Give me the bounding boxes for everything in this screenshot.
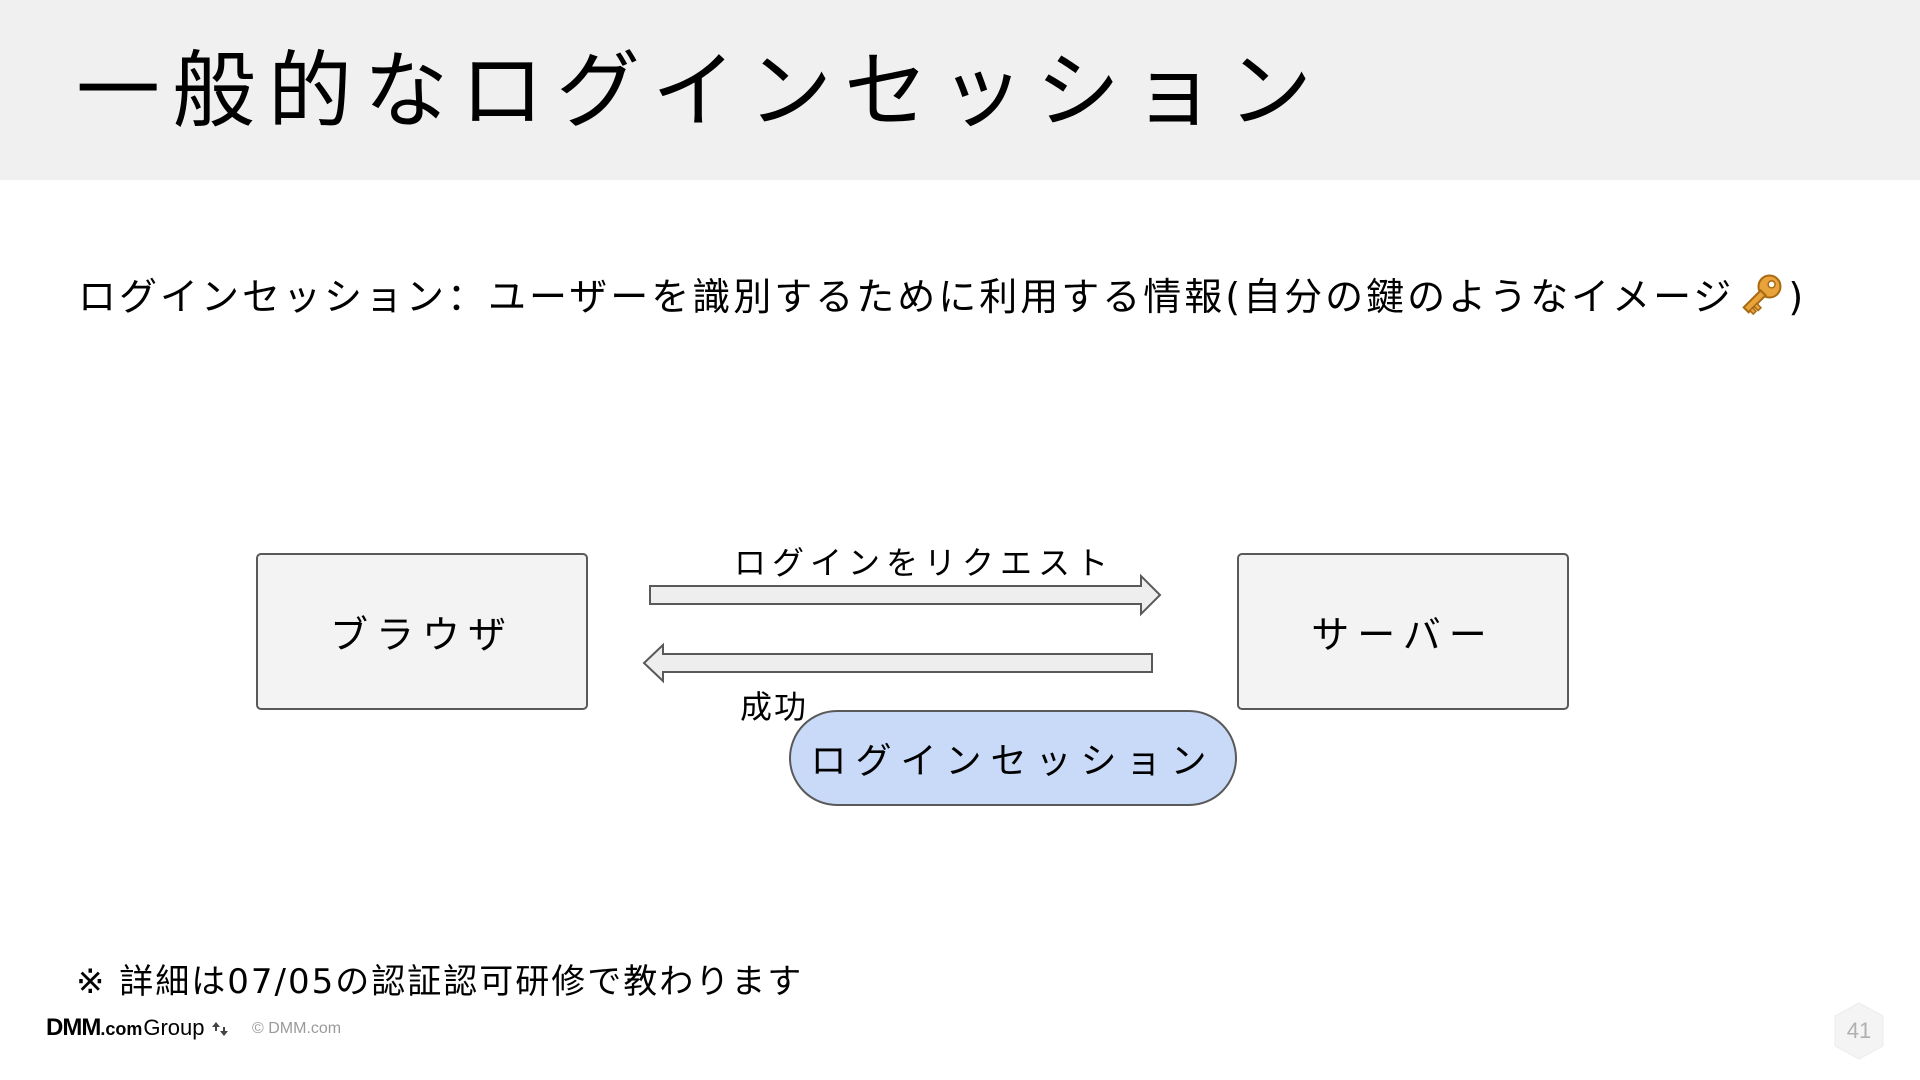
note-text: ※ 詳細は07/05の認証認可研修で教わります xyxy=(76,962,804,1002)
server-box: サーバー xyxy=(1237,553,1569,710)
title-bar: 一般的なログインセッション xyxy=(0,0,1920,180)
request-arrow xyxy=(649,573,1162,617)
page-number: 41 xyxy=(1846,1018,1872,1043)
definition-text: ログインセッション：ユーザーを識別するために利用する情報(自分の鍵のようなイメー… xyxy=(78,270,1806,323)
success-label: 成功 xyxy=(740,688,809,726)
success-arrow xyxy=(642,642,1153,684)
copyright-text: © DMM.com xyxy=(252,1020,342,1037)
browser-box: ブラウザ xyxy=(256,553,588,710)
definition-prefix: ログインセッション：ユーザーを識別するために利用する情報(自分の鍵のようなイメー… xyxy=(78,275,1735,319)
slide-title: 一般的なログインセッション xyxy=(76,42,1325,140)
logo-group: Group xyxy=(143,1015,205,1040)
logo-dmm: DMM xyxy=(46,1014,101,1041)
hexagon-icon xyxy=(1834,1002,1884,1060)
dmm-group-logo: DMM.comGroup xyxy=(46,1014,229,1045)
arrow-mark-icon xyxy=(211,1022,228,1036)
logo-com: .com xyxy=(100,1019,143,1039)
page-number-badge: 41 xyxy=(1832,1001,1886,1061)
key-icon xyxy=(1742,274,1782,316)
browser-label: ブラウザ xyxy=(329,613,514,657)
request-label: ログインをリクエスト xyxy=(734,544,1115,582)
login-session-pill: ログインセッション xyxy=(789,710,1237,806)
definition-suffix: ) xyxy=(1788,275,1807,319)
server-label: サーバー xyxy=(1311,613,1495,657)
session-label: ログインセッション xyxy=(810,741,1216,782)
